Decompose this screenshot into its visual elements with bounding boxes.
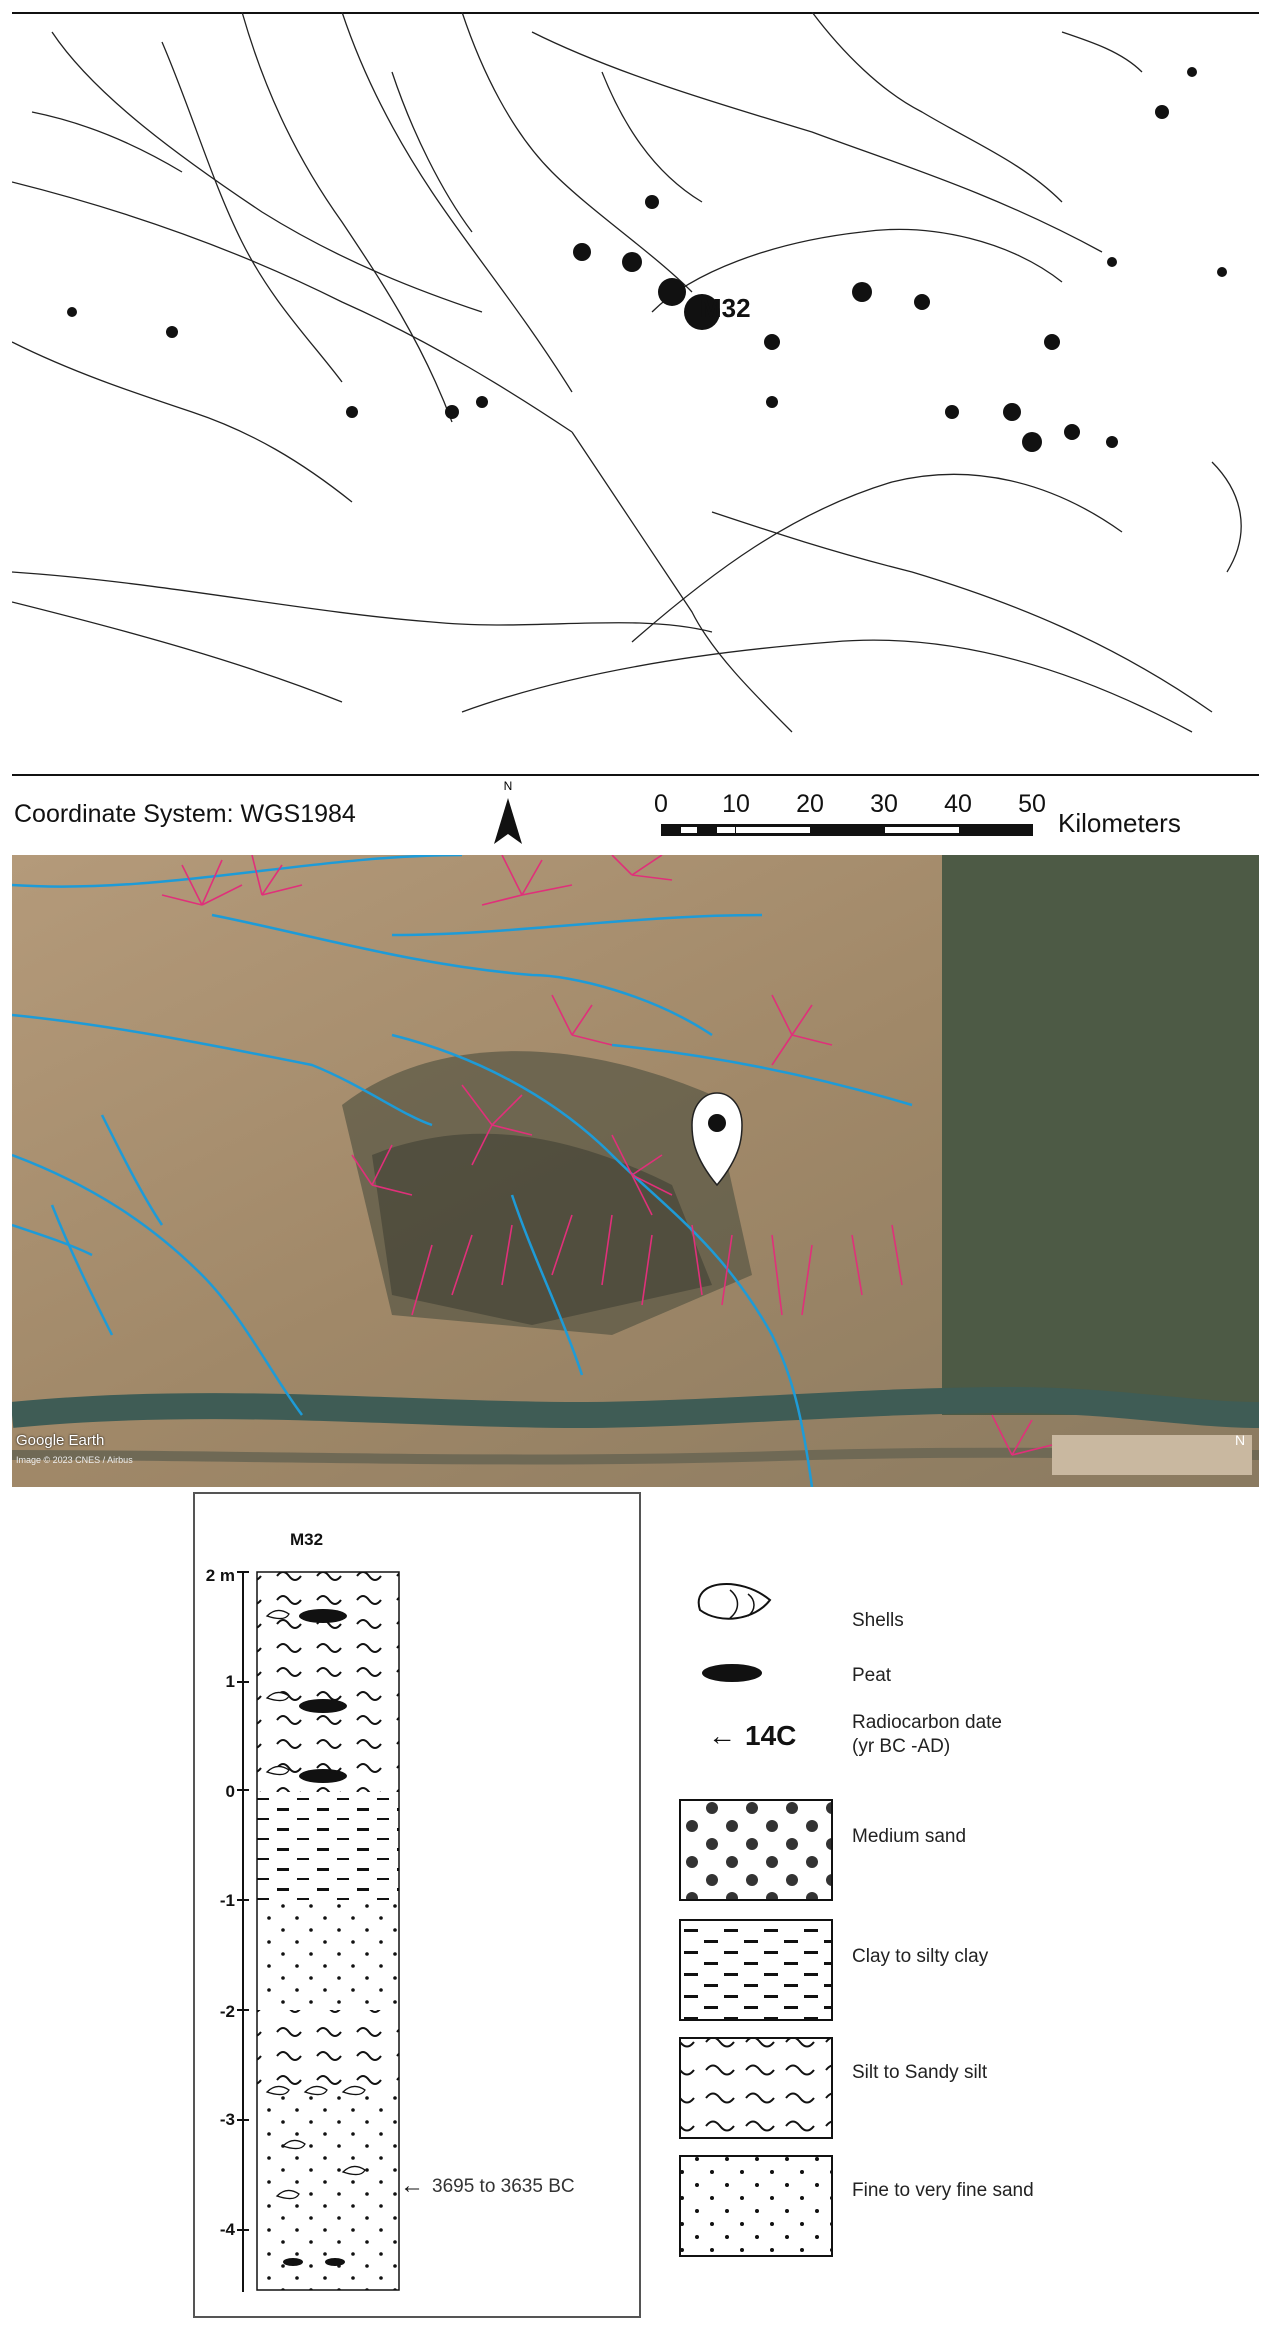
layer-clay [257,1792,399,1900]
site-label-m32: M32 [700,293,751,323]
layer-fine-sand-lower [257,2090,399,2290]
scale-segments [661,824,1033,836]
depth-label-2m: 2 m [205,1566,235,1585]
peat-legend-icon [702,1664,762,1682]
pink-channel-traces [161,855,1053,1456]
scale-bar: 0 10 20 30 40 50 [640,790,1200,850]
layer-silt-upper [257,1572,399,1792]
legend-fine-sand: Fine to very fine sand [852,2180,1034,2201]
shell-symbols [265,1609,366,2200]
core-log-frame [193,1492,641,2318]
map-top-border [12,12,1259,14]
c14-symbol: 14C [745,1720,797,1751]
scale-tick-40: 40 [944,790,972,818]
fine-sand-swatch [679,2155,833,2257]
depth-label-minus1: -1 [219,1891,235,1910]
vegetated-field [942,855,1259,1415]
scale-tick-50: 50 [1018,790,1046,818]
legend-shells: Shells [852,1610,904,1631]
scale-tick-10: 10 [722,790,750,818]
drainage-map: M32 [12,12,1242,733]
scale-tick-30: 30 [870,790,898,818]
river-lines [12,12,1242,733]
c14-arrow-icon: ← [708,1720,736,1751]
depth-label-minus4: -4 [219,2220,235,2239]
core-column [237,1571,400,2292]
depth-label-minus3: -3 [219,2110,235,2129]
depth-label-0: 0 [225,1782,235,1801]
legend-radiocarbon-sub: (yr BC -AD) [852,1736,951,1757]
clay-swatch [679,1919,833,2021]
legend-silt: Silt to Sandy silt [852,2062,988,2083]
radiocarbon-date-label: 3695 to 3635 BC [432,2176,575,2197]
google-earth-logo: Google Earth [16,1432,105,1449]
layer-fine-sand-upper [257,1900,399,2010]
alluvial-fan-clusters [67,67,1227,452]
map-bottom-border [12,774,1259,776]
legend-symbols [679,1583,833,2257]
core-title: M32 [290,1530,324,1549]
north-letter: N [504,779,513,793]
satellite-image [12,855,1259,1487]
location-pin-icon [691,1092,743,1187]
legend-peat: Peat [852,1665,892,1686]
legend-medium-sand: Medium sand [852,1826,967,1847]
legend-radiocarbon: Radiocarbon date [852,1712,1002,1733]
peat-lenses [283,1609,347,2266]
layer-silt-lower [257,2010,399,2090]
imagery-credit: Image © 2023 CNES / Airbus [16,1455,133,1465]
depth-label-1: 1 [225,1672,235,1691]
scale-tick-20: 20 [796,790,824,818]
scale-tick-0: 0 [654,790,668,818]
silt-swatch [679,2037,833,2139]
radiocarbon-date-arrow: ← [400,2172,424,2199]
shell-legend-icon [697,1583,772,1620]
legend-clay: Clay to silty clay [852,1946,989,1967]
scale-unit-label: Kilometers [1058,808,1181,838]
medium-sand-swatch [679,1799,833,1901]
depth-label-minus2: -2 [219,2002,235,2021]
main-river [12,1386,1259,1429]
blue-river-traces [12,855,913,1487]
north-arrow-icon: N [494,779,522,844]
satellite-north-letter: N [1235,1432,1246,1448]
coordinate-system-label: Coordinate System: WGS1984 [14,800,356,828]
